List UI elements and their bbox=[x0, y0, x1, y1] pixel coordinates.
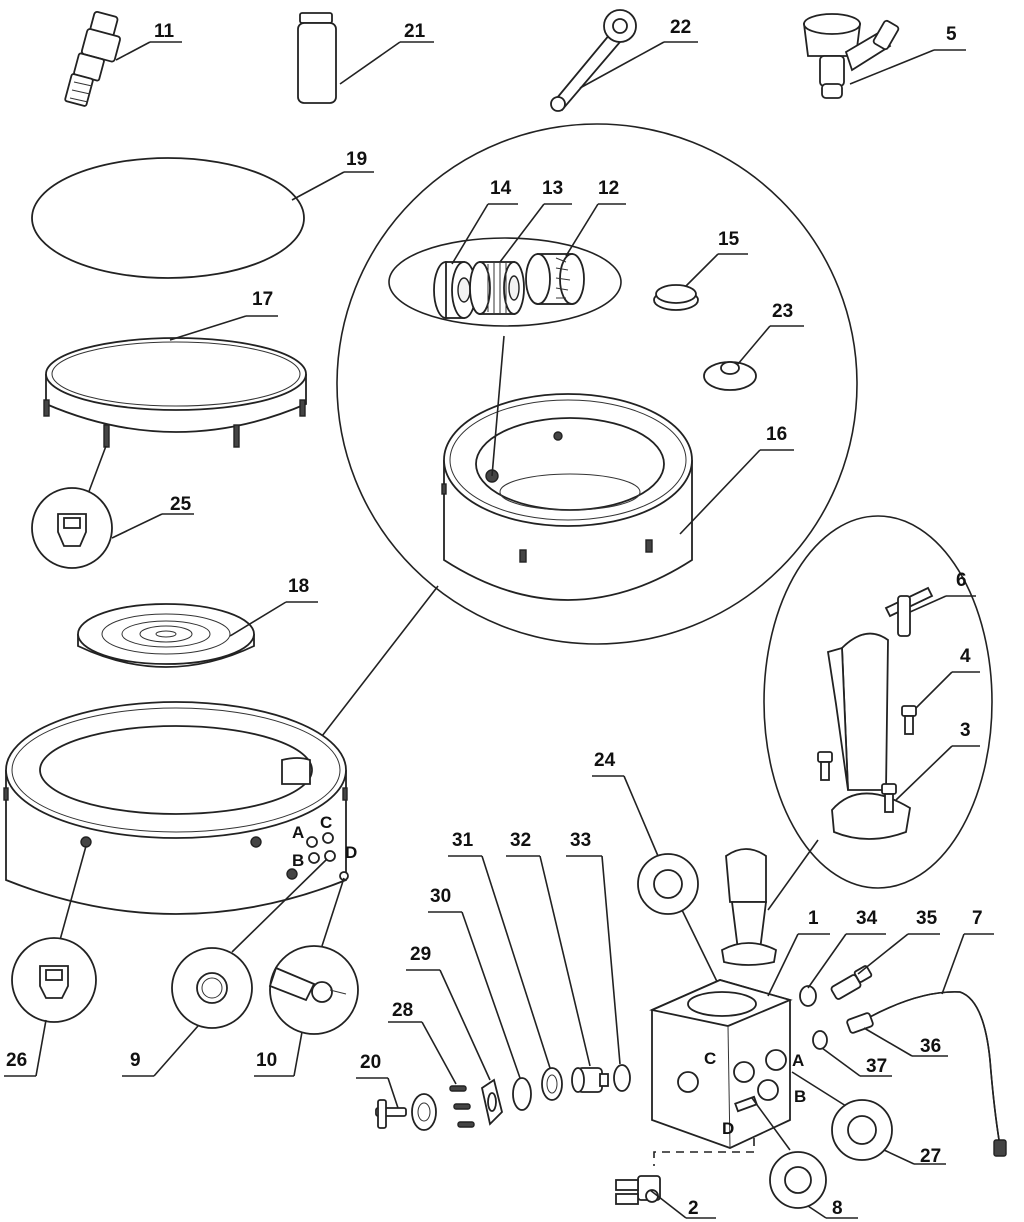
label-14: 14 bbox=[490, 178, 512, 199]
part-22-wrench bbox=[550, 9, 637, 112]
tub-port-letter-d: D bbox=[345, 843, 357, 862]
pump-port-letter-a: A bbox=[792, 1051, 804, 1070]
label-19: 19 bbox=[346, 149, 367, 170]
spare-screw bbox=[817, 751, 833, 781]
part-25-buckle bbox=[31, 487, 113, 569]
label-21: 21 bbox=[404, 21, 426, 42]
part-4-screw bbox=[901, 705, 917, 735]
part-29-bracket bbox=[480, 1078, 503, 1126]
part-16-tub-ring bbox=[441, 393, 693, 601]
tub-port-letter-c: C bbox=[320, 813, 332, 832]
label-24: 24 bbox=[594, 750, 616, 771]
part-6-air-valve bbox=[884, 586, 934, 637]
part-20-plug-key bbox=[375, 1093, 437, 1131]
label-25: 25 bbox=[170, 494, 192, 515]
label-10: 10 bbox=[256, 1050, 277, 1071]
label-34: 34 bbox=[856, 908, 878, 929]
label-1: 1 bbox=[808, 908, 819, 929]
label-36: 36 bbox=[920, 1036, 941, 1057]
label-32: 32 bbox=[510, 830, 531, 851]
part-12-filter-housing bbox=[525, 253, 585, 305]
part-15-plug bbox=[653, 284, 699, 311]
filter-group-ellipse bbox=[388, 237, 622, 327]
label-22: 22 bbox=[670, 17, 691, 38]
label-37: 37 bbox=[866, 1056, 887, 1077]
part-35-connector bbox=[830, 965, 873, 1000]
label-7: 7 bbox=[972, 908, 983, 929]
part-19-cover-sheet bbox=[31, 157, 305, 279]
label-16: 16 bbox=[766, 424, 787, 445]
label-31: 31 bbox=[452, 830, 474, 851]
part-7-hose bbox=[867, 991, 1007, 1157]
part-1-pump-unit bbox=[649, 979, 793, 1149]
inflatable-tub bbox=[3, 701, 348, 915]
part-8-gasket bbox=[769, 1151, 827, 1209]
part-21-bottle bbox=[297, 12, 337, 104]
label-6: 6 bbox=[956, 570, 967, 591]
part-36-connector bbox=[846, 1012, 874, 1034]
label-15: 15 bbox=[718, 229, 740, 250]
label-33: 33 bbox=[570, 830, 591, 851]
label-4: 4 bbox=[960, 646, 971, 667]
part-27-gasket bbox=[831, 1099, 893, 1161]
part-9-gasket bbox=[171, 947, 253, 1029]
label-12: 12 bbox=[598, 178, 619, 199]
part-5-valve bbox=[802, 13, 900, 99]
part-24-gasket bbox=[637, 853, 699, 915]
part-31-nut bbox=[541, 1067, 563, 1101]
part-34-nut bbox=[799, 985, 817, 1007]
label-11: 11 bbox=[154, 21, 175, 42]
part-26-buckle bbox=[11, 937, 97, 1023]
part-32-fitting bbox=[571, 1067, 609, 1093]
label-2: 2 bbox=[688, 1198, 699, 1219]
label-30: 30 bbox=[430, 886, 451, 907]
tub-port-letter-b: B bbox=[292, 851, 304, 870]
part-10-valve-detail bbox=[268, 945, 359, 1035]
label-17: 17 bbox=[252, 289, 273, 310]
label-26: 26 bbox=[6, 1050, 27, 1071]
label-8: 8 bbox=[832, 1198, 843, 1219]
part-2-drain-valve bbox=[615, 1175, 661, 1205]
part-33-o-ring bbox=[613, 1064, 631, 1092]
tub-port-letter-a: A bbox=[292, 823, 304, 842]
part-3-screw bbox=[881, 783, 897, 813]
pump-port-letter-d: D bbox=[722, 1119, 734, 1138]
part-37-nut bbox=[812, 1030, 828, 1050]
tub-ports bbox=[286, 832, 349, 881]
label-9: 9 bbox=[130, 1050, 141, 1071]
label-3: 3 bbox=[960, 720, 971, 741]
label-20: 20 bbox=[360, 1052, 381, 1073]
label-23: 23 bbox=[772, 301, 793, 322]
label-29: 29 bbox=[410, 944, 431, 965]
part-28-screws bbox=[449, 1085, 475, 1128]
part-11-hose-adapter bbox=[64, 11, 121, 107]
part-13-filter-cartridge bbox=[469, 261, 525, 315]
label-27: 27 bbox=[920, 1146, 941, 1167]
label-13: 13 bbox=[542, 178, 563, 199]
label-28: 28 bbox=[392, 1000, 413, 1021]
pump-port-letter-b: B bbox=[794, 1087, 806, 1106]
pump-port-letter-c: C bbox=[704, 1049, 716, 1068]
label-35: 35 bbox=[916, 908, 938, 929]
pump-pillar bbox=[721, 848, 777, 966]
part-18-floor-mat bbox=[77, 603, 255, 668]
label-18: 18 bbox=[288, 576, 309, 597]
tub-detail-circle bbox=[336, 123, 858, 645]
control-pillar bbox=[826, 632, 911, 840]
part-17-lid bbox=[43, 337, 307, 448]
part-30-o-ring bbox=[512, 1077, 532, 1111]
label-5: 5 bbox=[946, 24, 957, 45]
part-23-valve-cap bbox=[703, 361, 757, 391]
pillar-detail-oval bbox=[763, 515, 993, 889]
